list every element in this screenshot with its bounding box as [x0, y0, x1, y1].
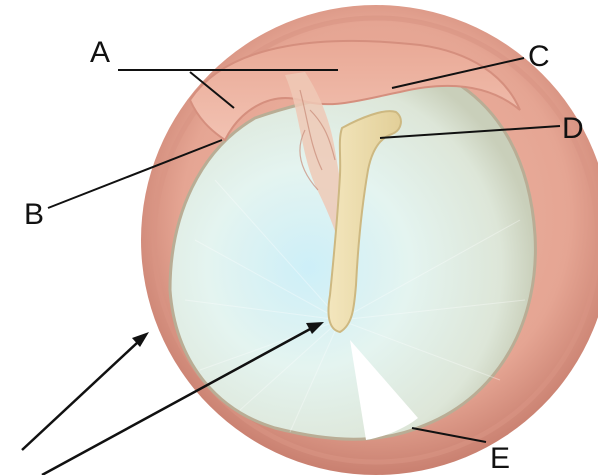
label-c: C [528, 40, 550, 73]
label-d: D [562, 112, 584, 145]
label-a: A [90, 36, 110, 69]
label-e: E [490, 442, 510, 475]
label-b: B [24, 198, 44, 231]
arrow-1-shaft [22, 342, 138, 450]
